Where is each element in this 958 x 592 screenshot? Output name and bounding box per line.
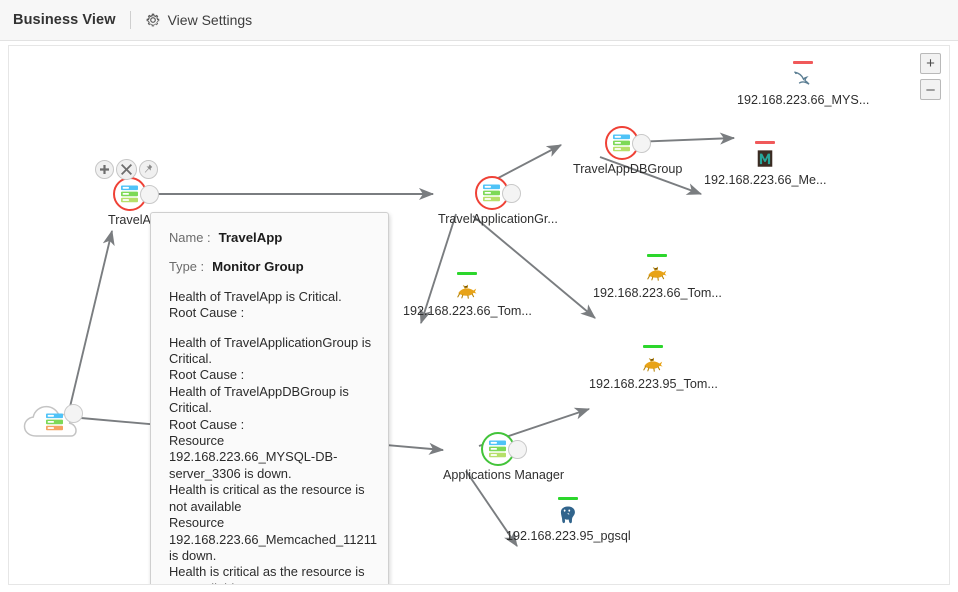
- tooltip-line: Health of TravelAppDBGroup is Critical.: [169, 383, 349, 416]
- node-label: TravelAppDBGroup: [573, 162, 683, 176]
- tooltip-type-row: Type : Monitor Group: [169, 259, 372, 275]
- tomcat-icon: [643, 357, 664, 372]
- status-bar-ok: [457, 272, 478, 275]
- mysql-dolphin-icon: [794, 71, 810, 85]
- node-action-toolbar: [95, 159, 158, 180]
- status-bar-critical: [755, 141, 776, 144]
- server-stack-icon: [488, 440, 506, 458]
- tooltip-line: Health of TravelApplicationGroup is Crit…: [169, 334, 372, 367]
- cloud-node-handle[interactable]: [64, 404, 83, 423]
- node-mysql[interactable]: 192.168.223.66_MYS...: [737, 61, 869, 107]
- node-handle[interactable]: [631, 134, 651, 153]
- delete-node-button[interactable]: [116, 159, 137, 180]
- node-travelapplicationgroup[interactable]: TravelApplicationGr...: [438, 176, 558, 226]
- node-label: 192.168.223.95_pgsql: [506, 529, 631, 543]
- node-label: TravelApplicationGr...: [438, 212, 558, 226]
- node-memcached[interactable]: 192.168.223.66_Me...: [704, 141, 827, 187]
- tooltip-type-value: Monitor Group: [212, 259, 304, 275]
- pin-node-button[interactable]: [139, 160, 158, 179]
- server-stack-icon: [482, 184, 500, 202]
- tooltip-name-key: Name :: [169, 230, 211, 245]
- tooltip-name-value: TravelApp: [218, 230, 283, 245]
- node-label: 192.168.223.66_Tom...: [403, 304, 532, 318]
- group-node-graphic[interactable]: [474, 176, 521, 210]
- view-settings-label: View Settings: [167, 12, 253, 28]
- status-bar-ok: [643, 345, 664, 348]
- topology-canvas[interactable]: + –: [8, 45, 950, 585]
- node-label: 192.168.223.95_Tom...: [589, 377, 718, 391]
- tooltip-line: Health is critical as the resource is no…: [169, 482, 365, 514]
- tooltip-type-key: Type :: [169, 259, 205, 275]
- status-bar-ok: [558, 497, 579, 500]
- zoom-controls: + –: [920, 53, 941, 100]
- node-handle[interactable]: [501, 184, 521, 203]
- add-node-button[interactable]: [95, 160, 114, 179]
- tooltip-spacer: [169, 322, 372, 335]
- gear-icon: [145, 12, 161, 28]
- header-divider: [129, 11, 131, 29]
- monitor-node-graphic[interactable]: [789, 61, 817, 91]
- zoom-in-button[interactable]: +: [920, 53, 941, 74]
- group-node-graphic[interactable]: [113, 177, 160, 211]
- tooltip-line: Health of TravelApp is Critical.: [169, 288, 342, 304]
- node-label: 192.168.223.66_Me...: [704, 173, 827, 187]
- tooltip-line: Resource 192.168.223.66_MYSQL-DB-server_…: [169, 433, 338, 481]
- node-pgsql-95[interactable]: 192.168.223.95_pgsql: [506, 497, 631, 543]
- status-ring-healthy: [480, 432, 515, 466]
- tooltip-line: Root Cause :: [169, 367, 245, 383]
- tomcat-icon: [647, 266, 668, 281]
- monitor-node-graphic[interactable]: [554, 497, 582, 527]
- status-bar-critical: [793, 61, 814, 64]
- cloud-node-graphic[interactable]: [23, 401, 85, 441]
- monitor-node-graphic[interactable]: [639, 345, 667, 375]
- node-tomcat-66-a[interactable]: 192.168.223.66_Tom...: [403, 272, 532, 318]
- status-bar-ok: [647, 254, 668, 257]
- node-handle[interactable]: [507, 440, 527, 459]
- node-label: 192.168.223.66_MYS...: [737, 93, 870, 107]
- tomcat-icon: [457, 284, 478, 299]
- node-applications-manager[interactable]: Applications Manager: [443, 432, 564, 482]
- server-stack-icon: [46, 413, 63, 431]
- node-tomcat-95[interactable]: 192.168.223.95_Tom...: [589, 345, 718, 391]
- plus-icon: [100, 165, 109, 174]
- page-header: Business View View Settings: [0, 0, 958, 41]
- tooltip-line: Health is critical as the resource is no…: [169, 564, 365, 584]
- tooltip-name-row: Name : TravelApp: [169, 230, 372, 246]
- status-ring-critical: [113, 177, 148, 211]
- tooltip-line: Root Cause :: [169, 305, 245, 321]
- group-node-graphic[interactable]: [480, 432, 527, 466]
- page-title: Business View: [13, 12, 116, 28]
- postgresql-elephant-icon: [561, 506, 576, 524]
- node-travelapp[interactable]: TravelApp: [108, 177, 165, 227]
- node-label: 192.168.223.66_Tom...: [593, 286, 722, 300]
- node-cloud[interactable]: [23, 401, 85, 443]
- group-node-graphic[interactable]: [604, 126, 651, 160]
- tooltip-body: Health of TravelApp is Critical. Root Ca…: [169, 288, 378, 584]
- node-details-tooltip: Name : TravelApp Type : Monitor Group He…: [150, 212, 389, 584]
- tooltip-line: Root Cause :: [169, 416, 245, 432]
- node-tomcat-66-b[interactable]: 192.168.223.66_Tom...: [593, 254, 722, 300]
- monitor-node-graphic[interactable]: [643, 254, 671, 284]
- zoom-out-button[interactable]: –: [920, 79, 941, 100]
- memcached-icon: [757, 150, 773, 167]
- tooltip-line: Resource 192.168.223.66_Memcached_11211 …: [169, 515, 378, 563]
- close-icon: [121, 164, 132, 175]
- node-travelappdbgroup[interactable]: TravelAppDBGroup: [573, 126, 682, 176]
- node-handle[interactable]: [140, 185, 160, 204]
- server-stack-icon: [121, 185, 139, 203]
- node-label: Applications Manager: [443, 468, 565, 482]
- server-stack-icon: [612, 134, 630, 152]
- pin-icon: [144, 164, 153, 173]
- monitor-node-graphic[interactable]: [751, 141, 779, 171]
- monitor-node-graphic[interactable]: [453, 272, 481, 302]
- view-settings-button[interactable]: View Settings: [145, 12, 253, 28]
